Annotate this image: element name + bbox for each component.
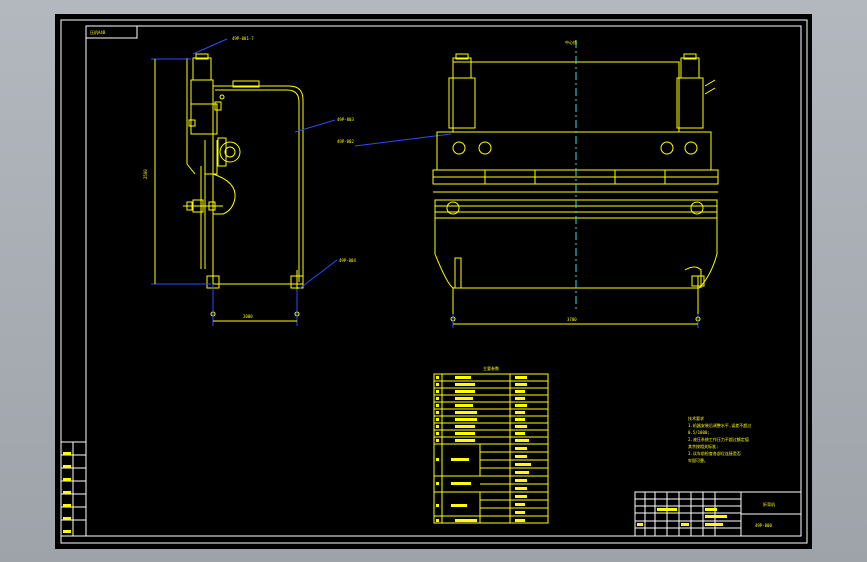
front-center-label: 中心线 xyxy=(565,39,577,45)
note-line-4: 其余按相关标准; xyxy=(688,443,718,449)
drawing-sheet[interactable]: 压机A4B xyxy=(55,14,812,549)
title-box xyxy=(85,25,138,39)
title-box-text: 压机A4B xyxy=(90,29,106,35)
dim-side-width: 2000 xyxy=(243,314,253,319)
left-side-strip xyxy=(60,441,87,537)
outer-frame xyxy=(60,19,808,544)
front-view: 中心线 3700 xyxy=(432,39,719,328)
inner-frame xyxy=(85,25,802,537)
table-title: 主要参数 xyxy=(483,365,499,371)
parameter-table: 主要参数 xyxy=(433,365,549,524)
callout-4: 49P-004 xyxy=(339,258,356,263)
note-line-1: 1.机器安装后调整水平,误差不超过 xyxy=(688,422,751,428)
drawing-name: 折弯机 xyxy=(763,501,775,507)
callout-3: 49P-002 xyxy=(337,139,354,144)
note-line-6: 牢固可靠。 xyxy=(688,457,708,463)
dim-side-height: 2500 xyxy=(143,169,148,179)
callout-2: 49P-003 xyxy=(337,117,354,122)
title-block: 折弯机 49P-000 xyxy=(634,491,802,537)
notes-heading: 技术要求 xyxy=(688,415,704,421)
drawing-canvas: 压机A4B xyxy=(60,19,808,544)
drawing-code: 49P-000 xyxy=(755,523,772,528)
technical-notes: 技术要求 1.机器安装后调整水平,误差不超过 0.5/1000; 2.液压系统工… xyxy=(688,415,751,463)
side-view: 2000 2500 49P-001-7 49P-003 49P-004 49P-… xyxy=(143,36,452,326)
dim-front-width: 3700 xyxy=(567,317,577,322)
note-line-3: 2.液压系统工作压力不超过额定值 xyxy=(688,436,749,442)
note-line-5: 3.试车前检查各部位连接是否 xyxy=(688,450,741,456)
note-line-2: 0.5/1000; xyxy=(688,430,710,435)
callout-1: 49P-001-7 xyxy=(232,36,254,41)
